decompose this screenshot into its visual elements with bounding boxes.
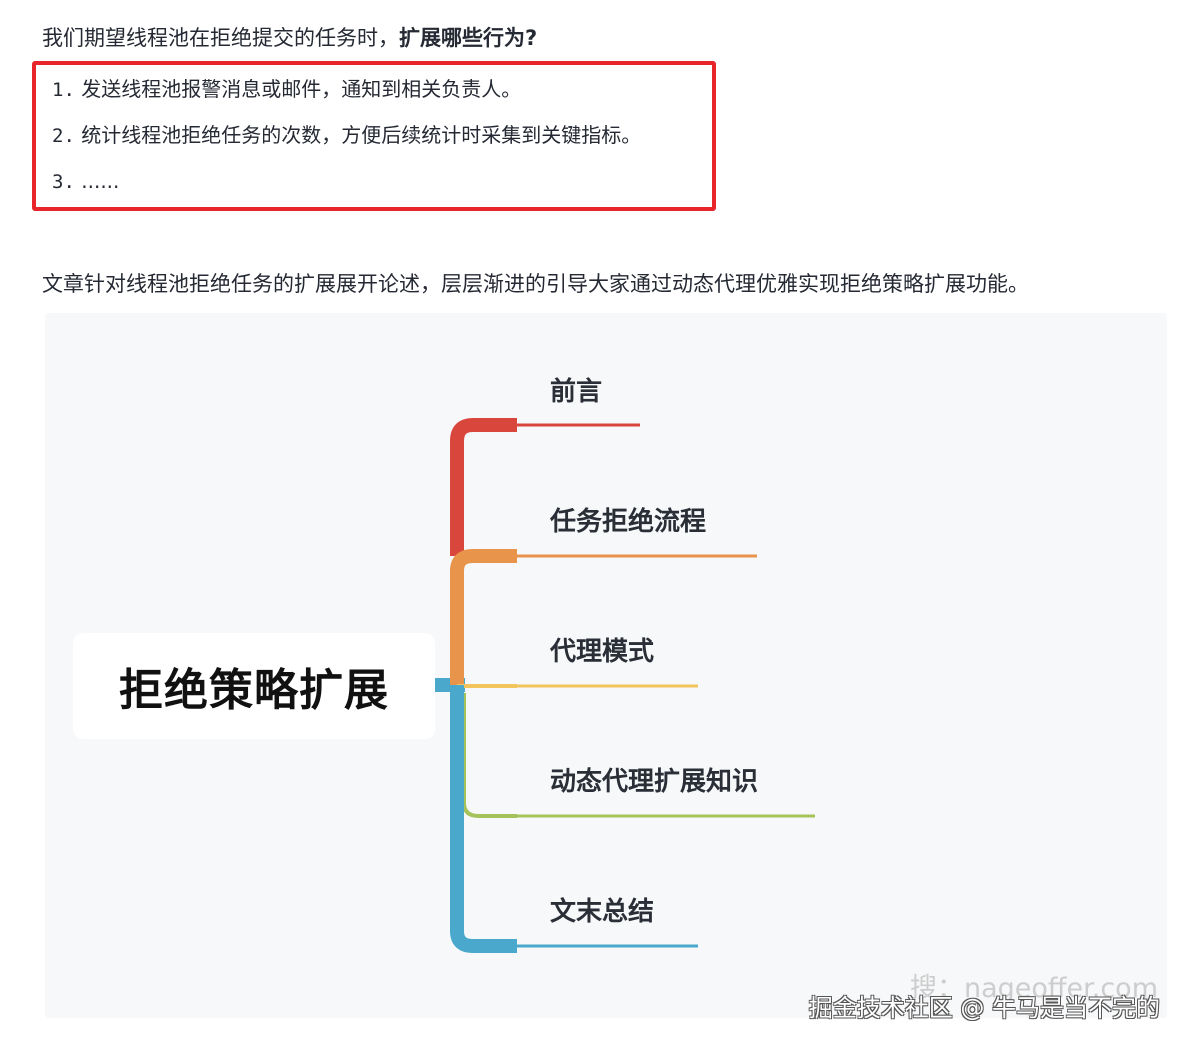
root-node-label: 拒绝策略扩展 bbox=[119, 665, 389, 716]
search-watermark: 搜：nageoffer.com bbox=[909, 973, 1158, 1004]
list-item: 1. 发送线程池报警消息或邮件，通知到相关负责人。 bbox=[52, 77, 522, 101]
highlight-box bbox=[32, 61, 716, 211]
branch-connector-4 bbox=[462, 693, 517, 818]
branch-label-reject-flow: 任务拒绝流程 bbox=[550, 507, 707, 537]
intro-paragraph: 我们期望线程池在拒绝提交的任务时，扩展哪些行为? bbox=[42, 22, 537, 54]
mindmap-image: 拒绝策略扩展 前言 任务拒绝流程 代理模式 动态代理扩展知识 文末总结 bbox=[45, 313, 1167, 1018]
branch-label-proxy-pattern: 代理模式 bbox=[550, 637, 655, 667]
list-item: 2. 统计线程池拒绝任务的次数，方便后续统计时采集到关键指标。 bbox=[52, 123, 642, 147]
branch-connector-2 bbox=[450, 549, 517, 685]
intro-text: 我们期望线程池在拒绝提交的任务时， bbox=[42, 26, 399, 50]
branch-label-preface: 前言 bbox=[550, 377, 603, 407]
list-item: 3. ...... bbox=[52, 169, 120, 193]
intro-bold-text: 扩展哪些行为? bbox=[399, 26, 538, 50]
branch-label-dynamic-proxy: 动态代理扩展知识 bbox=[550, 767, 759, 797]
branch-label-summary: 文末总结 bbox=[550, 897, 655, 927]
summary-paragraph: 文章针对线程池拒绝任务的扩展展开论述，层层渐进的引导大家通过动态代理优雅实现拒绝… bbox=[42, 272, 1029, 296]
mindmap-connectors bbox=[435, 418, 815, 953]
branch-connector-1 bbox=[450, 418, 517, 556]
root-node: 拒绝策略扩展 bbox=[73, 633, 435, 739]
branch-connector-5 bbox=[450, 685, 517, 953]
credit-watermark: 掘金技术社区 @ 牛马是当不完的 bbox=[808, 994, 1160, 1022]
